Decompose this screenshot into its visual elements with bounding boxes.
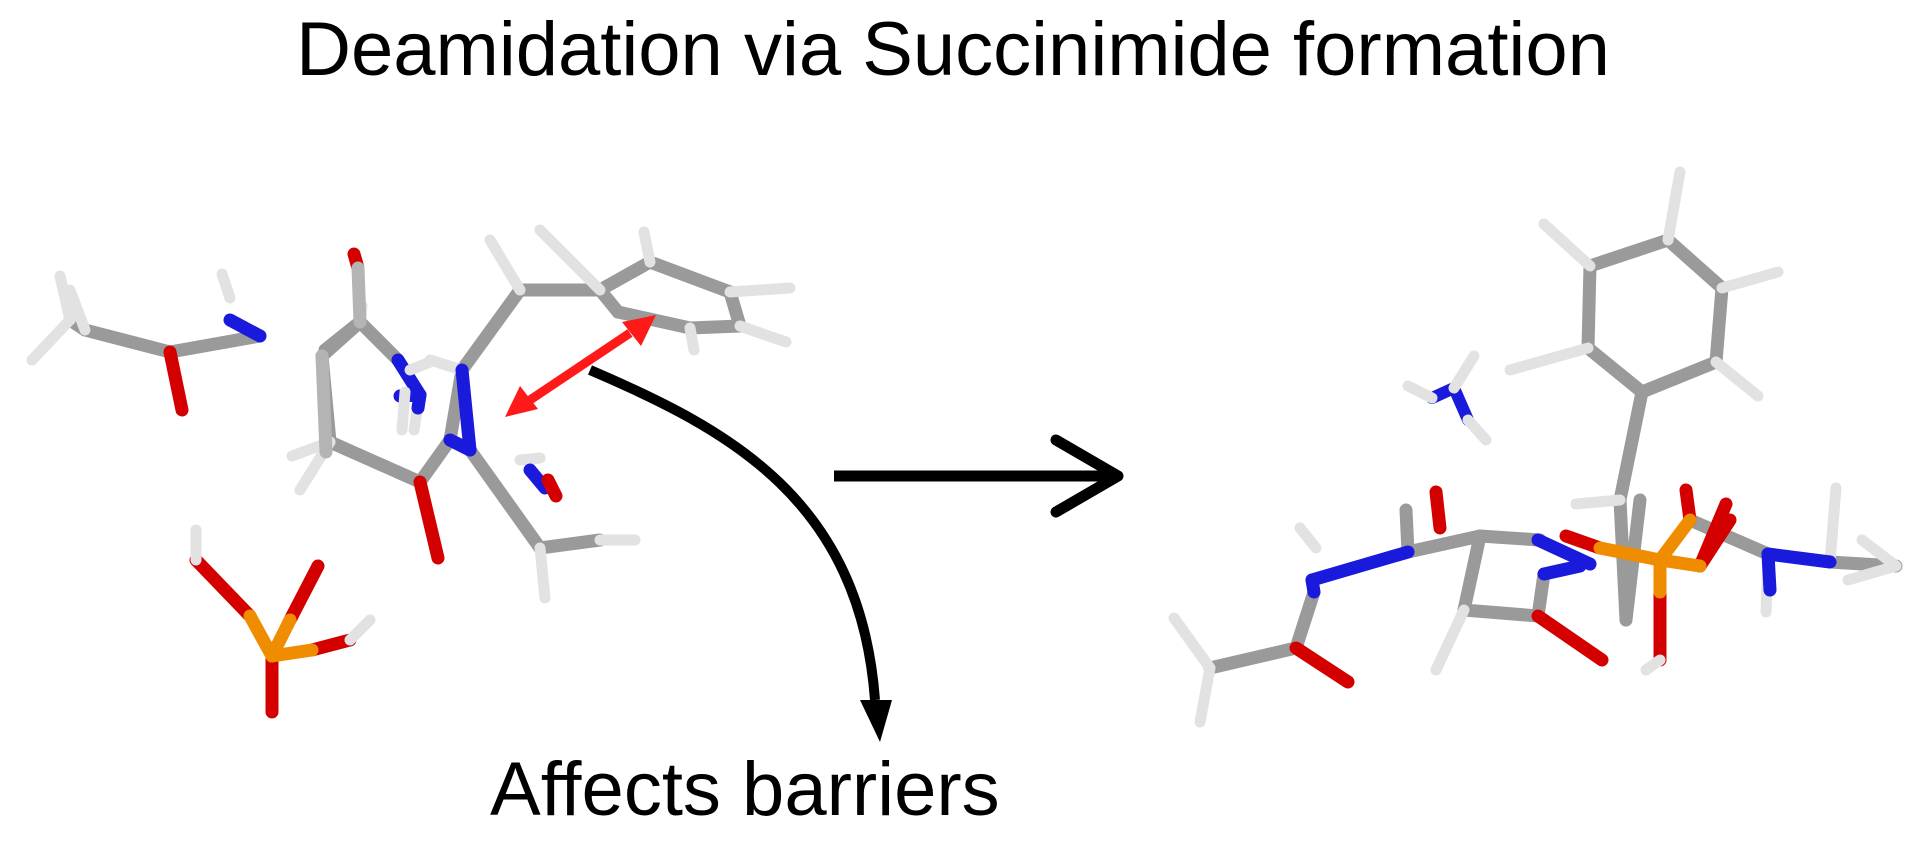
caption: Affects barriers (490, 747, 1000, 832)
product-molecule (1168, 166, 1903, 728)
curved-arrow-icon (588, 365, 892, 742)
page-title: Deamidation via Succinimide formation (296, 7, 1610, 92)
double-headed-arrow-icon (505, 315, 656, 417)
reaction-arrow-icon (834, 434, 1124, 518)
reactant-molecule (26, 224, 796, 719)
